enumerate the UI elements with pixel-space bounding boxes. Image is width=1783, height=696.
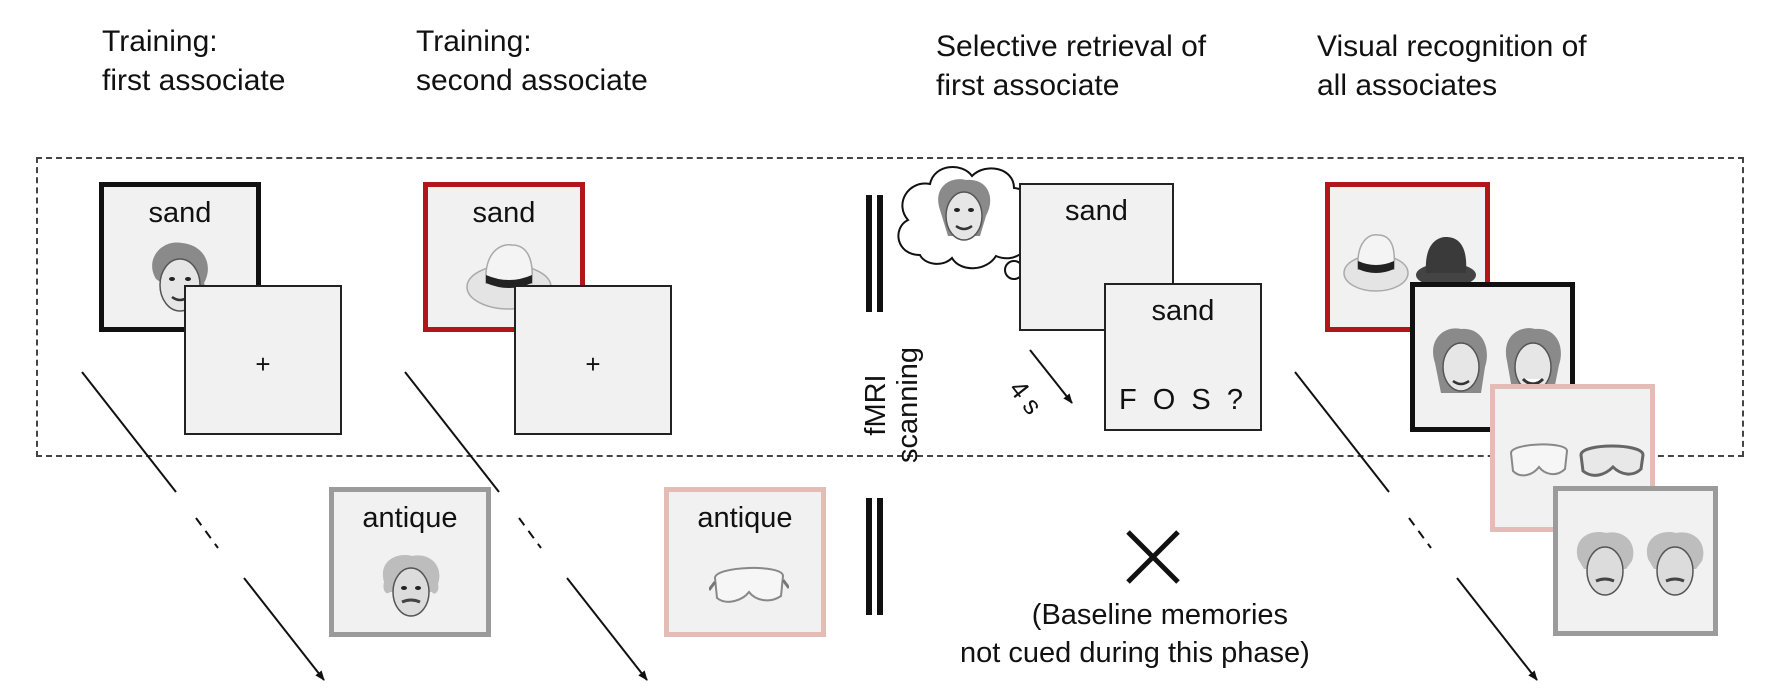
card-cue-first-associate: sand — [99, 182, 261, 332]
baseline-note-line2: not cued during this phase) — [960, 637, 1310, 669]
baseline-word: antique — [697, 502, 793, 534]
heading-training-second-line2: second associate — [416, 64, 648, 97]
goggles-icon — [1509, 443, 1645, 477]
heading-training-first-line1: Training: — [102, 25, 218, 58]
face-icon — [1576, 532, 1704, 596]
timeline-arrow-2 — [566, 577, 648, 681]
card-recognition-faces-baseline — [1553, 486, 1718, 636]
scanner-bar-bottom-right — [877, 498, 883, 615]
heading-selective-retrieval-line1: Selective retrieval of — [936, 30, 1207, 63]
cross-icon — [1126, 530, 1180, 584]
timeline-dots-4 — [1408, 517, 1432, 549]
hat-icon — [1343, 233, 1476, 292]
goggles-icon — [709, 567, 789, 603]
heading-training-first: Training: first associate — [102, 22, 285, 100]
cue-word: sand — [148, 197, 212, 229]
face-icon — [382, 555, 440, 617]
duration-arrow — [1029, 349, 1073, 404]
face-icon — [1433, 328, 1561, 395]
timeline-arrow-1 — [243, 577, 325, 681]
scanner-bar-bottom-left — [866, 498, 872, 615]
timeline-line-2a — [404, 371, 500, 493]
letter-prompt: F O S ? — [1119, 384, 1247, 416]
timeline-line-1a — [81, 371, 177, 493]
card-retrieval-prompt: sand F O S ? — [1104, 283, 1262, 431]
card-baseline-second-associate: antique — [664, 487, 826, 637]
card-fixation-1: + — [184, 285, 342, 435]
heading-visual-recognition-line1: Visual recognition of — [1317, 30, 1587, 63]
heading-visual-recognition: Visual recognition of all associates — [1317, 27, 1587, 105]
cue-word: sand — [472, 197, 536, 229]
heading-visual-recognition-line2: all associates — [1317, 69, 1498, 102]
heading-training-second-line1: Training: — [416, 25, 532, 58]
scanning-phase-frame — [36, 157, 1744, 457]
timeline-dots-2 — [518, 517, 542, 549]
scanner-bar-top-right — [877, 195, 883, 312]
card-baseline-first-associate: antique — [329, 487, 491, 637]
fixation-cross: + — [585, 349, 601, 379]
fmri-label-line1: fMRI — [860, 374, 892, 436]
cue-word: sand — [1065, 195, 1128, 227]
timeline-dots-1 — [195, 517, 219, 549]
heading-selective-retrieval: Selective retrieval of first associate — [936, 27, 1206, 105]
cue-word: sand — [1151, 295, 1215, 327]
fmri-scanning-label: fMRI scanning — [860, 340, 930, 470]
baseline-note-line1: (Baseline memories — [1031, 599, 1289, 631]
heading-selective-retrieval-line2: first associate — [936, 69, 1120, 102]
timeline-line-4a — [1294, 371, 1390, 493]
fixation-cross: + — [255, 349, 271, 379]
scanner-bar-top-left — [866, 195, 872, 312]
baseline-word: antique — [362, 502, 458, 534]
timeline-arrow-4 — [1456, 577, 1538, 681]
face-icon — [938, 179, 991, 241]
heading-training-first-line2: first associate — [102, 64, 286, 97]
card-fixation-2: + — [514, 285, 672, 435]
fmri-label-line2: scanning — [892, 346, 924, 464]
heading-training-second: Training: second associate — [416, 22, 648, 100]
baseline-note: (Baseline memories not cued during this … — [960, 596, 1310, 672]
